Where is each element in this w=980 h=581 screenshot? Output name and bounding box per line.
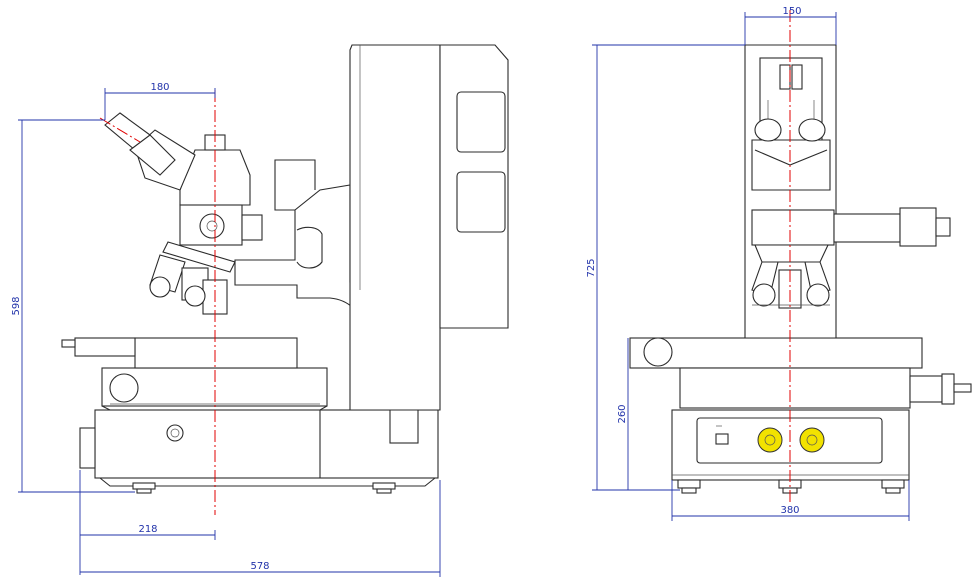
- side-stage: [61, 337, 328, 411]
- side-head: [179, 134, 263, 246]
- power-switch-icon: [715, 433, 729, 445]
- front-objectives: [751, 261, 831, 309]
- dim-eyepiece-offset: 180: [150, 82, 169, 93]
- stage-knob-icon: [109, 373, 139, 403]
- front-view: 150 725 260 380: [586, 6, 972, 521]
- focus-knob-icon: [199, 213, 225, 239]
- side-housing: [349, 44, 509, 411]
- side-dimensions: 180 598 218 578: [11, 82, 441, 577]
- brightness-knob-icon: [757, 427, 783, 453]
- brightness-knob-icon: [799, 427, 825, 453]
- front-dimensions: 150 725 260 380: [586, 6, 910, 521]
- dim-side-height: 598: [11, 296, 22, 315]
- dim-base-width: 380: [780, 505, 799, 516]
- side-objectives: [149, 241, 236, 315]
- stage-knob-icon: [643, 337, 673, 367]
- dim-axis-offset: 218: [138, 524, 157, 535]
- base-screw-icon: [166, 424, 184, 442]
- front-head: [751, 207, 951, 263]
- dim-top-width: 150: [782, 6, 801, 17]
- dim-base-depth: 578: [250, 561, 269, 572]
- side-view: 180 598 218 578: [11, 44, 509, 577]
- front-stage: [629, 337, 972, 409]
- dim-front-height: 725: [586, 258, 597, 277]
- front-eyepieces: [751, 118, 831, 191]
- side-base: [79, 402, 439, 494]
- side-eyepieces: [99, 112, 196, 191]
- dim-base-height: 260: [617, 404, 628, 423]
